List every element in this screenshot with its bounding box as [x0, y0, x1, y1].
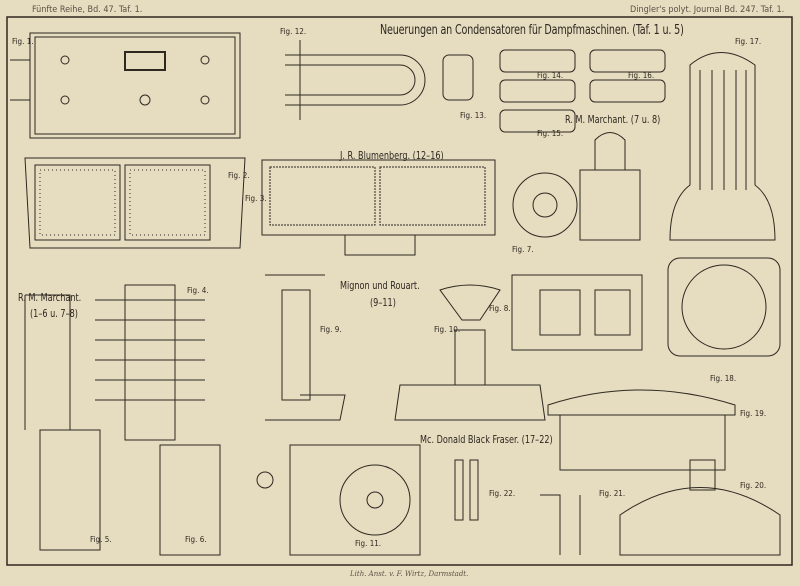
fig-label-16: Fig. 16.	[628, 71, 655, 80]
section-mignon-range: (9–11)	[370, 296, 396, 309]
fig-label-14: Fig. 14.	[537, 71, 564, 80]
fig-label-12: Fig. 12.	[280, 27, 307, 36]
fig-label-22: Fig. 22.	[489, 489, 516, 498]
section-fraser: Mc. Donald Black Fraser. (17–22)	[420, 433, 553, 446]
fig18-tube-plate	[667, 257, 781, 357]
fig4-plate-stack	[95, 284, 205, 441]
header-left: Fünfte Reihe, Bd. 47. Taf. 1.	[32, 5, 143, 15]
fig-label-19: Fig. 19.	[740, 409, 767, 418]
section-blumenberg: J. R. Blumenberg. (12–16)	[340, 149, 444, 162]
lithographer-credit: Lith. Anst. v. F. Wirtz, Darmstadt.	[350, 570, 469, 578]
fig12-u-tubes	[285, 40, 426, 120]
fig1-condenser-plan	[10, 32, 241, 139]
fig-label-18: Fig. 18.	[710, 374, 737, 383]
fig-label-13: Fig. 13.	[460, 111, 487, 120]
fig-label-20: Fig. 20.	[740, 481, 767, 490]
section-marchant-left-range: (1–6 u. 7–8)	[30, 307, 78, 320]
fig-label-21: Fig. 21.	[599, 489, 626, 498]
section-mignon: Mignon und Rouart.	[340, 279, 420, 292]
fig20-22-details	[454, 459, 781, 556]
fig-label-1: Fig. 1.	[12, 37, 34, 46]
fig5-6-sections	[24, 294, 274, 556]
fig13-16-tube-clusters	[442, 49, 666, 133]
fig-label-9: Fig. 9.	[320, 325, 342, 334]
fig-label-6: Fig. 6.	[185, 535, 207, 544]
fig-label-7: Fig. 7.	[512, 245, 534, 254]
header-right: Dingler's polyt. Journal Bd. 247. Taf. 1…	[630, 5, 785, 15]
fig-label-3: Fig. 3.	[245, 194, 267, 203]
fig7-pump	[512, 132, 641, 241]
fig3-condenser-section	[261, 159, 496, 256]
fig8-pump-section	[511, 274, 643, 351]
fig11-engine	[289, 444, 421, 556]
plate-border	[6, 16, 793, 566]
fig-label-17: Fig. 17.	[735, 37, 762, 46]
fig-label-15: Fig. 15.	[537, 129, 564, 138]
fig-label-2: Fig. 2.	[228, 171, 250, 180]
fig-label-11: Fig. 11.	[355, 539, 382, 548]
fig-label-4: Fig. 4.	[187, 286, 209, 295]
plate-title: Neuerungen an Condensatoren für Dampfmas…	[380, 23, 684, 38]
fig19-fraser-section	[547, 389, 736, 471]
section-marchant-right: R. M. Marchant. (7 u. 8)	[565, 113, 661, 126]
fig9-10-mignon	[265, 274, 546, 421]
fig17-vertical-condenser	[669, 52, 776, 241]
fig-label-8: Fig. 8.	[489, 304, 511, 313]
fig-label-5: Fig. 5.	[90, 535, 112, 544]
fig-label-10: Fig. 10.	[434, 325, 461, 334]
section-marchant-left: R. M. Marchant.	[18, 291, 82, 304]
fig2-tube-plate	[24, 157, 246, 249]
